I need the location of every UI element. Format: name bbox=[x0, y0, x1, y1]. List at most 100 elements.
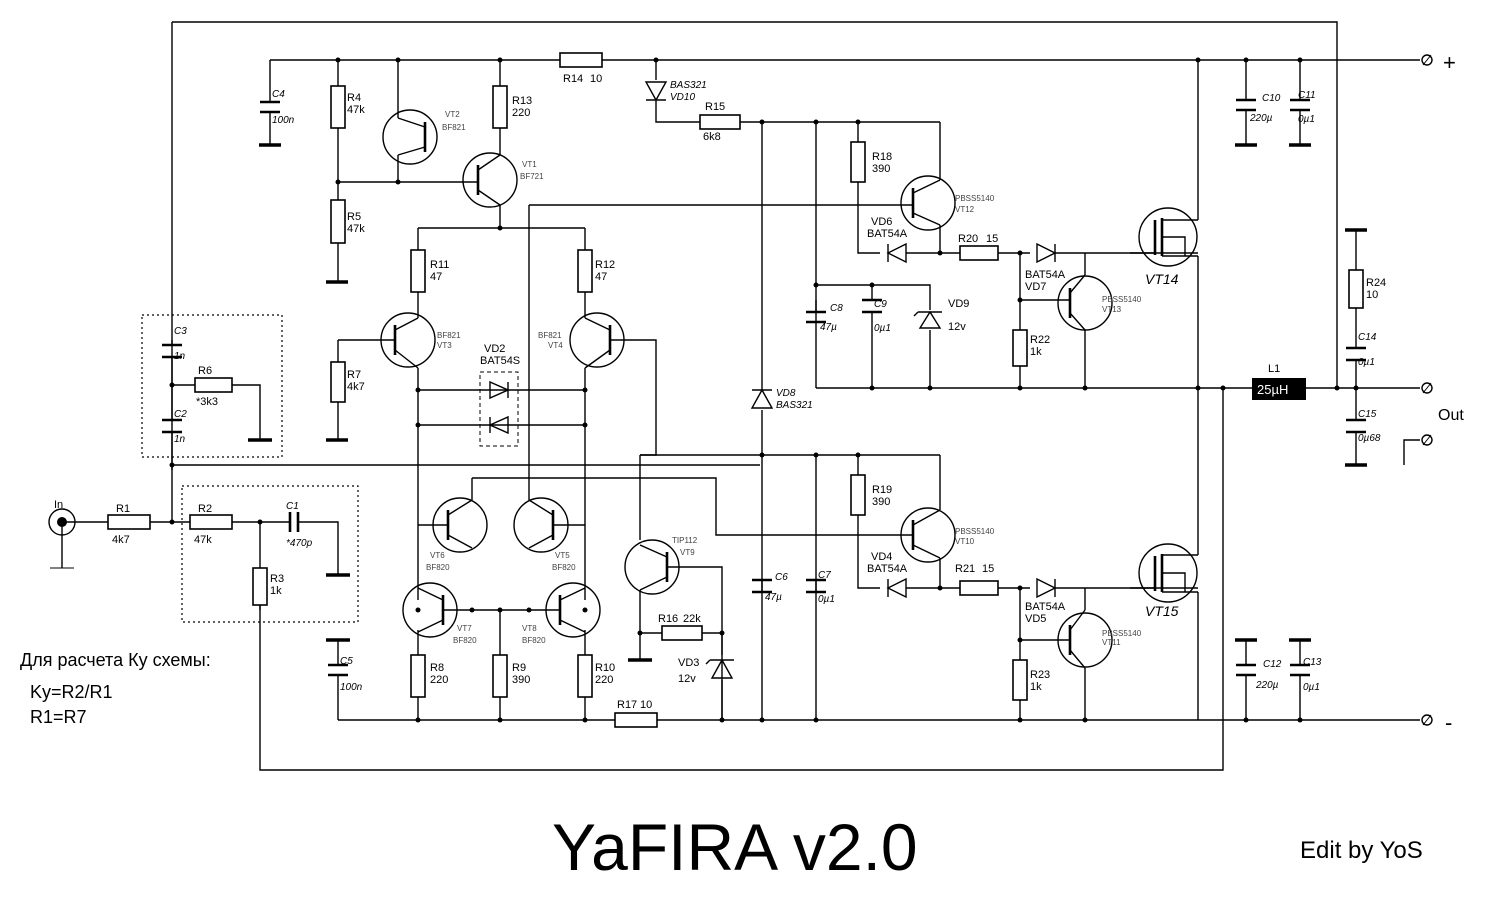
value-c9: 0µ1 bbox=[874, 323, 891, 334]
value-c4: 100n bbox=[272, 115, 295, 126]
ref-vt4: VT4 bbox=[548, 341, 563, 350]
ref-r4: R4 bbox=[347, 92, 361, 104]
value-vd10: BAS321 bbox=[670, 80, 707, 91]
grounds bbox=[50, 143, 1367, 662]
value-vd8: BAS321 bbox=[776, 400, 813, 411]
ref-vt8: VT8 bbox=[522, 624, 537, 633]
ref-r5: R5 bbox=[347, 211, 361, 223]
capacitor-C3 bbox=[162, 343, 182, 359]
gain-note-formula: Ky=R2/R1 bbox=[30, 682, 113, 702]
ref-r15: R15 bbox=[705, 101, 725, 113]
value-vt1: BF721 bbox=[520, 172, 544, 181]
value-c14: 0µ1 bbox=[1358, 357, 1375, 368]
transistor-VT12 bbox=[900, 175, 956, 231]
ref-vd3: VD3 bbox=[678, 657, 699, 669]
ref-c15: C15 bbox=[1358, 409, 1377, 420]
resistor-R7 bbox=[330, 361, 346, 403]
terminal-in-label: In bbox=[54, 499, 63, 511]
value-vd4: BAT54A bbox=[867, 563, 908, 575]
value-r2: 47k bbox=[194, 534, 212, 546]
terminal-minus-label: - bbox=[1445, 710, 1452, 735]
capacitor-C15 bbox=[1346, 418, 1366, 434]
ref-r8: R8 bbox=[430, 662, 444, 674]
value-vd5: BAT54A bbox=[1025, 601, 1066, 613]
svg-text:25µH: 25µH bbox=[1257, 382, 1288, 397]
resistor-R3 bbox=[252, 567, 268, 606]
ref-c9: C9 bbox=[874, 299, 887, 310]
value-r20: 15 bbox=[986, 233, 998, 245]
svg-text:L1: L1 bbox=[1268, 363, 1280, 375]
value-r22: 1k bbox=[1030, 346, 1042, 358]
ref-r11: R11 bbox=[430, 259, 449, 271]
resistor-R22 bbox=[1012, 329, 1028, 367]
resistor-R13 bbox=[492, 85, 508, 129]
resistors bbox=[107, 52, 1364, 728]
ref-vd9: VD9 bbox=[948, 298, 969, 310]
resistor-R1 bbox=[107, 514, 151, 530]
value-vt6: BF820 bbox=[426, 563, 450, 572]
zener-VD9 bbox=[913, 310, 942, 329]
value-c2: 1n bbox=[174, 434, 186, 445]
input-connector[interactable] bbox=[48, 508, 76, 536]
ref-vt7: VT7 bbox=[457, 624, 472, 633]
value-r6: *3k3 bbox=[196, 396, 218, 408]
capacitor-C1 bbox=[288, 512, 300, 532]
ref-c13: C13 bbox=[1303, 657, 1322, 668]
ref-vt2: VT2 bbox=[445, 110, 460, 119]
diode-VD7 bbox=[1036, 242, 1057, 264]
ref-c8: C8 bbox=[830, 303, 843, 314]
value-vt11: PBSS5140 bbox=[1102, 629, 1142, 638]
value-vt5: BF820 bbox=[552, 563, 576, 572]
transistor-VT8 bbox=[545, 582, 601, 638]
terminals[interactable] bbox=[1421, 54, 1433, 726]
ref-vt15: VT15 bbox=[1145, 603, 1179, 619]
capacitors bbox=[162, 98, 1366, 677]
terminal-plus bbox=[1421, 54, 1433, 66]
value-r18: 390 bbox=[872, 163, 890, 175]
transistor-VT11 bbox=[1057, 609, 1113, 669]
value-r15: 6k8 bbox=[703, 131, 721, 143]
ref-c3: C3 bbox=[174, 326, 187, 337]
value-r9: 390 bbox=[512, 674, 530, 686]
ref-vd7: VD7 bbox=[1025, 281, 1046, 293]
value-r4: 47k bbox=[347, 104, 365, 116]
value-vd6: BAT54A bbox=[867, 228, 908, 240]
ref-c11: C11 bbox=[1298, 90, 1316, 101]
feedback-box-upper bbox=[141, 314, 283, 458]
value-r7: 4k7 bbox=[347, 381, 365, 393]
diode-VD5 bbox=[1036, 577, 1057, 599]
capacitor-C4 bbox=[260, 100, 280, 114]
ref-r20: R20 bbox=[958, 233, 978, 245]
resistor-R8 bbox=[410, 654, 426, 698]
zener-VD3 bbox=[705, 658, 734, 679]
transistor-VT9 bbox=[624, 539, 680, 595]
capacitor-C7 bbox=[806, 578, 826, 594]
diode-VD10 bbox=[644, 81, 668, 102]
resistor-R17 bbox=[614, 712, 658, 728]
diode-VD6 bbox=[886, 242, 907, 264]
value-c6: 47µ bbox=[765, 592, 782, 603]
value-vt2: BF821 bbox=[442, 123, 466, 132]
ref-vd5: VD5 bbox=[1025, 613, 1046, 625]
ref-r9: R9 bbox=[512, 662, 526, 674]
value-r8: 220 bbox=[430, 674, 448, 686]
value-vd2: BAT54S bbox=[480, 355, 520, 367]
transistors bbox=[380, 109, 1198, 669]
ref-r12: R12 bbox=[595, 259, 615, 271]
resistor-R9 bbox=[492, 654, 508, 698]
component-labels: R14k7R247kR31kR447kR547kR6*3k3R74k7R8220… bbox=[112, 73, 1386, 711]
ref-vt11: VT11 bbox=[1102, 638, 1121, 647]
transistor-VT2 bbox=[382, 109, 438, 165]
diode-VD8 bbox=[750, 388, 774, 409]
terminal-out-label: Out bbox=[1438, 407, 1464, 424]
value-r21: 15 bbox=[982, 563, 994, 575]
resistor-R24 bbox=[1348, 269, 1364, 309]
ref-c1: C1 bbox=[286, 501, 299, 512]
resistor-R6 bbox=[194, 377, 233, 393]
capacitor-C10 bbox=[1236, 98, 1256, 112]
value-r17: 10 bbox=[640, 699, 652, 711]
value-vt3: BF821 bbox=[437, 331, 461, 340]
ref-vd2: VD2 bbox=[484, 343, 505, 355]
transistor-VT6 bbox=[418, 478, 488, 553]
ref-c4: C4 bbox=[272, 89, 285, 100]
